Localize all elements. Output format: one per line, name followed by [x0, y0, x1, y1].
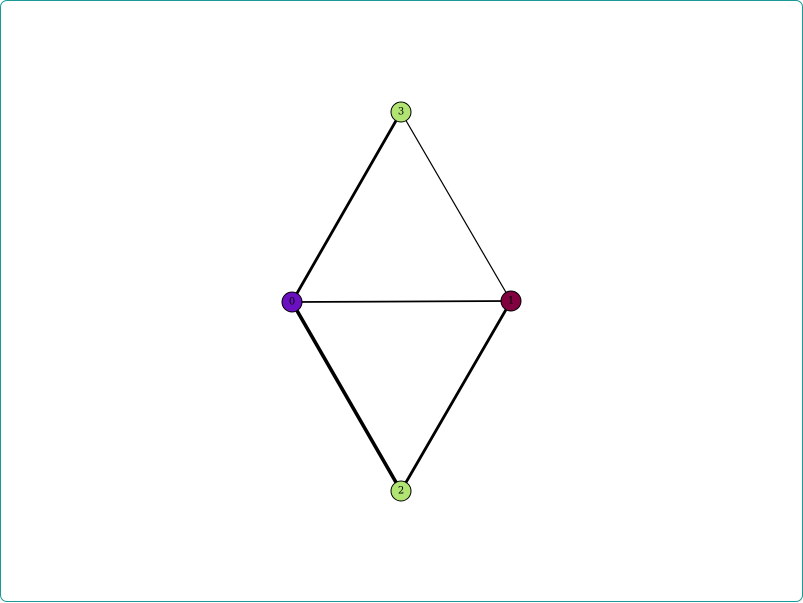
node-circle-2 — [390, 480, 412, 502]
node-circle-1 — [500, 290, 522, 312]
node-1: 1 — [500, 290, 522, 312]
node-label-3: 3 — [398, 107, 404, 118]
node-3: 3 — [390, 101, 412, 123]
edge-3-1 — [400, 111, 512, 302]
edge-0-1 — [291, 300, 512, 303]
node-0: 0 — [281, 291, 303, 313]
edge-0-2 — [290, 300, 403, 493]
edge-layer — [290, 110, 513, 493]
node-label-0: 0 — [289, 297, 295, 308]
node-layer: 0 1 2 3 — [281, 101, 522, 502]
node-circle-0 — [281, 291, 303, 313]
node-circle-3 — [390, 101, 412, 123]
edge-0-3 — [290, 110, 403, 304]
node-2: 2 — [390, 480, 412, 502]
edge-1-2 — [399, 299, 513, 493]
node-label-2: 2 — [398, 486, 404, 497]
node-label-1: 1 — [508, 296, 514, 307]
